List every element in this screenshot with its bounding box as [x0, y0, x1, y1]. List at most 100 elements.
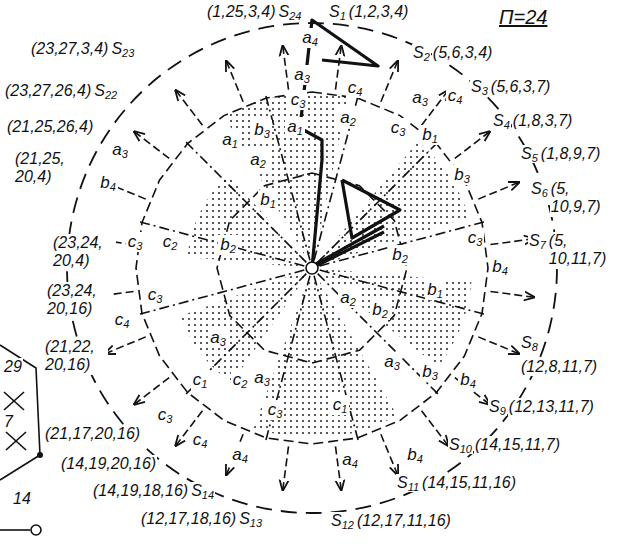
sector-label: S13: [238, 510, 263, 528]
symbol-letter: b: [454, 165, 463, 184]
symbol-letter: a: [294, 65, 303, 84]
symbol-letter: c: [291, 90, 300, 109]
sector-label: S8: [520, 334, 539, 352]
edge-letter: c3: [146, 285, 165, 305]
sector-label: S14: [190, 482, 215, 500]
region-tuple: (12,17,18,16): [140, 510, 237, 528]
symbol-index: 4: [417, 453, 423, 465]
edge-letter: b2: [370, 300, 390, 320]
edge-letter: c4: [191, 430, 210, 450]
symbol-letter: S: [449, 436, 460, 453]
region-tuple: (12,8,11,7): [520, 358, 598, 376]
bold-contour: [300, 20, 400, 268]
symbol-letter: b: [427, 280, 436, 299]
symbol-index: 8: [532, 341, 538, 353]
region-tuple: (23,27,3,4): [30, 40, 109, 58]
symbol-index: 3: [482, 85, 488, 97]
lattice-line: [140, 270, 304, 314]
figure-line: [0, 345, 40, 480]
symbol-letter: c: [128, 232, 137, 251]
symbol-letter: b: [460, 370, 469, 389]
sector-label: S5: [520, 145, 539, 163]
cell-ring: [136, 92, 488, 444]
symbol-index: 1: [201, 378, 207, 390]
symbol-index: 4: [352, 458, 358, 470]
symbol-letter: a: [287, 117, 296, 136]
symbol-index: 2: [350, 296, 356, 308]
sector-arrow: [105, 337, 146, 354]
edge-letter: b4: [405, 445, 425, 465]
symbol-index: 4: [470, 378, 476, 390]
edge-letter: b3: [452, 165, 472, 185]
symbol-index: 3: [276, 408, 282, 420]
region-tuple: (5,6,3,7): [490, 78, 552, 96]
symbol-letter: S: [521, 334, 532, 351]
sector-arrow: [478, 182, 519, 199]
region-tuple: (1,2,3,4): [348, 3, 410, 21]
sector-arrow: [283, 46, 289, 90]
count-label: П=24: [497, 6, 549, 29]
region-tuple: (1,8,3,7): [512, 112, 574, 130]
figure-node: [31, 525, 41, 535]
symbol-letter: c: [448, 86, 457, 105]
symbol-letter: c: [115, 310, 124, 329]
edge-letter: b3: [252, 120, 272, 140]
symbol-index: 1: [432, 133, 438, 145]
symbol-letter: S: [239, 510, 250, 527]
symbol-letter: a: [222, 130, 231, 149]
symbol-letter: S: [521, 145, 532, 162]
symbol-index: 4: [201, 438, 207, 450]
symbol-letter: c: [148, 285, 157, 304]
symbol-letter: a: [340, 108, 349, 127]
symbol-letter: b: [372, 300, 381, 319]
symbol-index: 5: [532, 152, 538, 164]
symbol-index: 3: [464, 173, 470, 185]
symbol-index: 10: [460, 443, 472, 455]
symbol-index: 1: [340, 10, 346, 22]
symbol-letter: b: [220, 235, 229, 254]
sector-label: S3: [470, 78, 489, 96]
edge-letter: c4: [346, 78, 365, 98]
symbol-index: 24: [289, 10, 301, 22]
figure-line: [4, 392, 24, 410]
symbol-index: 3: [166, 413, 172, 425]
bold-line: [312, 232, 384, 268]
symbol-index: 11: [408, 481, 419, 493]
symbol-index: 6: [542, 187, 548, 199]
edge-letter: b4: [490, 257, 510, 277]
edge-letter: c4: [446, 86, 465, 106]
edge-letter: a3: [410, 88, 430, 108]
symbol-letter: b: [422, 125, 431, 144]
symbol-index: 3: [220, 336, 226, 348]
symbol-letter: a: [412, 88, 421, 107]
edge-letter: a4: [230, 445, 250, 465]
symbol-letter: c: [468, 228, 477, 247]
symbol-index: 14: [202, 489, 214, 501]
edge-letter: a2: [338, 288, 358, 308]
sector-arrows: [90, 46, 534, 490]
symbol-letter: a: [342, 450, 351, 469]
symbol-index: 2: [350, 116, 356, 128]
symbol-index: 2: [241, 378, 247, 390]
symbol-letter: S: [493, 112, 504, 129]
symbol-index: 2: [402, 253, 408, 265]
region-tuple: (21,17,20,16): [44, 425, 141, 443]
callout-number: 29: [3, 358, 23, 376]
symbol-index: 1: [437, 288, 443, 300]
edge-letter: b2: [218, 235, 238, 255]
symbol-letter: c: [233, 370, 242, 389]
edge-letter: a1: [220, 130, 240, 150]
sector-label: S12: [330, 512, 355, 530]
sector-arrow: [134, 378, 169, 405]
symbol-letter: S: [397, 474, 408, 491]
cell-ring: [217, 173, 407, 363]
region-tuple: (5,6,3,4): [432, 44, 494, 62]
sector-arrow: [490, 291, 534, 297]
lattice-line: [314, 276, 358, 440]
symbol-index: 3: [476, 236, 482, 248]
symbol-index: 1: [341, 403, 347, 415]
symbol-letter: a: [384, 352, 393, 371]
symbol-index: 1: [297, 125, 303, 137]
sector-label: S6: [530, 180, 549, 198]
symbol-letter: b: [407, 445, 416, 464]
